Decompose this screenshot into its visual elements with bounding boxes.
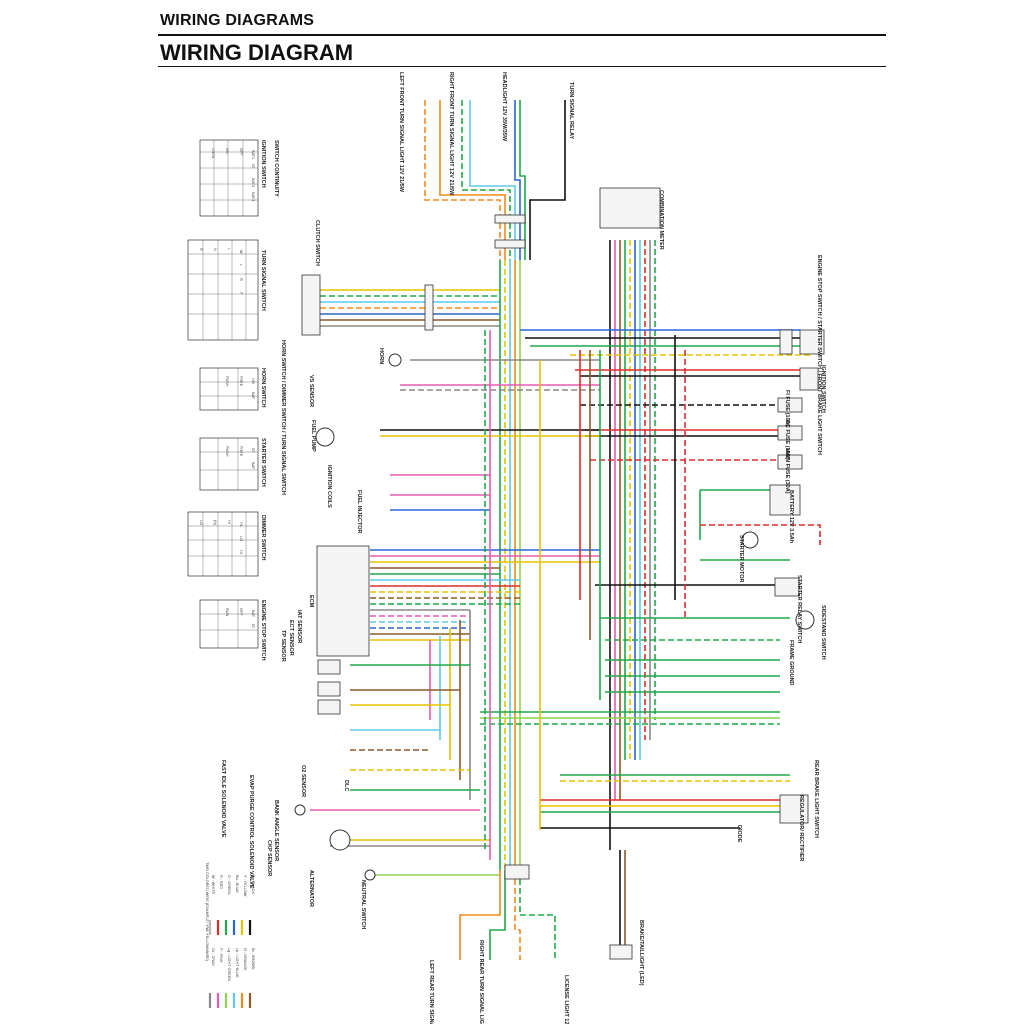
label-right-rear-turn: RIGHT REAR TURN SIGNAL LIGHT 12V 21W bbox=[478, 940, 484, 1024]
label-turn-relay: TURN SIGNAL RELAY bbox=[568, 82, 574, 139]
label-switch-continuity: SWITCH CONTINUITY bbox=[273, 140, 279, 197]
label-ignition-coils: IGNITION COILS bbox=[326, 465, 332, 508]
switch-table-header: L bbox=[239, 264, 243, 266]
label-diode: DIODE bbox=[736, 825, 742, 843]
switch-table-header: BAT bbox=[251, 610, 255, 618]
label-engine-stop-front-brake: ENGINE STOP SWITCH / STARTER SWITCH / FR… bbox=[816, 255, 822, 455]
switch-table-header: ST bbox=[251, 448, 255, 454]
label-fuel-injector: FUEL INJECTOR bbox=[356, 490, 362, 534]
label-ignition-switch-r: IGNITION SWITCH bbox=[820, 365, 826, 413]
label-left-rear-turn: LEFT REAR TURN SIGNAL LIGHT 12V 21W bbox=[428, 960, 434, 1024]
label-turn-signal-switch: TURN SIGNAL SWITCH bbox=[260, 250, 266, 311]
switch-table-header: W bbox=[239, 250, 243, 254]
switch-table-row: PUSH bbox=[225, 376, 229, 387]
label-dc-fuse: DC FUSE (10A) bbox=[784, 420, 790, 460]
section-header: WIRING DIAGRAMS bbox=[160, 12, 315, 29]
legend-entry: O : ORANGE bbox=[243, 948, 247, 971]
switch-table-header: LO bbox=[239, 536, 243, 541]
title-rule bbox=[158, 66, 886, 67]
label-rear-brake: REAR BRAKE LIGHT SWITCH bbox=[813, 760, 819, 838]
switch-table-row: PUSH bbox=[225, 446, 229, 457]
label-dimmer-switch: DIMMER SWITCH bbox=[260, 515, 266, 561]
label-main-fuse: MAIN FUSE (30A) bbox=[784, 448, 790, 494]
switch-table-row: ON bbox=[225, 148, 229, 154]
switch-table-header: IG bbox=[251, 624, 255, 628]
label-fuel-pump: FUEL PUMP bbox=[310, 420, 316, 452]
label-ect-sensor: ECT SENSOR bbox=[288, 620, 294, 656]
switch-table-header: R bbox=[239, 278, 243, 281]
switch-table-row: L bbox=[227, 248, 231, 250]
legend-entry: Bl : BLACK bbox=[251, 875, 255, 894]
label-starter-motor: STARTER MOTOR bbox=[738, 535, 744, 582]
label-horn-switch-dimmer-turn: HORN SWITCH / DIMMER SWITCH / TURN SIGNA… bbox=[280, 340, 286, 495]
header-rule bbox=[158, 34, 886, 36]
label-license: LICENSE LIGHT 12V 5W bbox=[563, 975, 569, 1024]
label-combination-meter: COMBINATION METER bbox=[658, 190, 664, 250]
legend-entry: G : GREEN bbox=[227, 875, 231, 895]
switch-table-row: RUN bbox=[225, 608, 229, 616]
switch-table-row: LOCK bbox=[211, 148, 215, 159]
label-frame-ground: FRAME GROUND bbox=[788, 640, 794, 686]
label-clutch-switch: CLUTCH SWITCH bbox=[314, 220, 320, 266]
switch-table-row: FREE bbox=[239, 376, 243, 387]
label-horn: HORN bbox=[378, 348, 384, 364]
label-dlc: DLC bbox=[343, 780, 349, 791]
switch-table-header: BAT bbox=[251, 392, 255, 400]
label-neutral: NEUTRAL SWITCH bbox=[360, 880, 366, 929]
switch-table-row: LO bbox=[199, 520, 203, 525]
label-tp-sensor: TP SENSOR bbox=[280, 630, 286, 662]
label-sidestand: SIDESTAND SWITCH bbox=[820, 605, 826, 660]
label-iat-sensor: IAT SENSOR bbox=[296, 610, 302, 643]
switch-table-header: BAT bbox=[251, 462, 255, 470]
label-fi-fuse: FI FUSE (10A) bbox=[784, 390, 790, 427]
switch-table-header: IG bbox=[251, 164, 255, 168]
switch-table-row: N bbox=[213, 248, 217, 251]
legend-entry: Y : YELLOW bbox=[243, 875, 247, 897]
switch-table-row: OFF bbox=[239, 608, 243, 616]
label-battery: BATTERY 12V 3.5Ah bbox=[788, 490, 794, 544]
label-evap: EVAP PURGE CONTROL SOLENOID VALVE bbox=[248, 775, 254, 889]
legend-entry: Bu : BLUE bbox=[235, 875, 239, 893]
legend-note: TWO COLORED WIRE (EXAMPLE: Y/W: YELLOW/W… bbox=[205, 862, 209, 962]
switch-table-row: OFF bbox=[239, 148, 243, 156]
label-regulator: REGULATOR/ RECTIFIER bbox=[798, 795, 804, 861]
label-o2-sensor: O2 SENSOR bbox=[300, 765, 306, 797]
switch-table-row: R bbox=[199, 248, 203, 251]
switch-table-header: BAT3 bbox=[251, 192, 255, 201]
page-title: WIRING DIAGRAM bbox=[160, 40, 354, 65]
label-fast-idle: FAST IDLE SOLENOID VALVE bbox=[220, 760, 226, 838]
switch-table-header: BAT1 bbox=[251, 150, 255, 159]
label-alternator: ALTERNATOR bbox=[308, 870, 314, 907]
switch-table-row: HI bbox=[227, 520, 231, 524]
switch-table-row: (N) bbox=[213, 520, 217, 526]
label-ecm: ECM bbox=[308, 595, 314, 608]
switch-table-header: HI bbox=[239, 550, 243, 554]
label-starter-switch: STARTER SWITCH bbox=[260, 438, 266, 487]
label-bank-angle: BANK ANGLE SENSOR bbox=[273, 800, 279, 861]
switch-table-header: BAT2 bbox=[251, 178, 255, 187]
legend-entry: Gr : GRAY bbox=[211, 948, 215, 966]
switch-table-header: HO bbox=[251, 378, 255, 384]
label-horn-switch: HORN SWITCH bbox=[260, 368, 266, 407]
label-vs-sensor: VS SENSOR bbox=[308, 375, 314, 407]
label-ckp: CKP SENSOR bbox=[266, 840, 272, 876]
legend-entry: R : RED bbox=[219, 875, 223, 889]
label-left-front-turn: LEFT FRONT TURN SIGNAL LIGHT 12V 21/5W bbox=[398, 72, 404, 193]
legend-entry: P : PINK bbox=[219, 948, 223, 963]
label-starter-relay: STARTER RELAY SWITCH bbox=[796, 575, 802, 643]
legend-entry: Lb : LIGHT BLUE bbox=[235, 948, 239, 978]
label-right-front-turn: RIGHT FRONT TURN SIGNAL LIGHT 12V 21/5W bbox=[448, 72, 454, 196]
label-engine-stop-switch: ENGINE STOP SWITCH bbox=[260, 600, 266, 661]
legend-entry: W : WHITE bbox=[211, 875, 215, 894]
switch-table-row: FREE bbox=[239, 446, 243, 457]
label-headlight: HEADLIGHT 12V 35W/35W bbox=[501, 72, 507, 142]
label-brake-tail: BRAKE/TAILLIGHT (LED) bbox=[638, 920, 644, 986]
legend-entry: Lg : LIGHT GREEN bbox=[227, 948, 231, 981]
switch-table-header: HL bbox=[239, 522, 243, 527]
legend-entry: Br : BROWN bbox=[251, 948, 255, 970]
label-ignition-switch: IGNITION SWITCH bbox=[260, 140, 266, 188]
switch-table-header: P bbox=[239, 292, 243, 295]
